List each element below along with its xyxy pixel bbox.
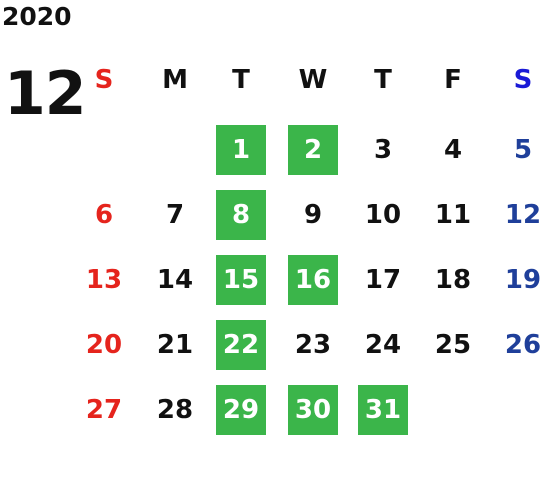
day-cell-23[interactable]: 23	[294, 330, 332, 360]
day-cell-6[interactable]: 6	[94, 200, 114, 230]
day-cell-21[interactable]: 21	[156, 330, 194, 360]
day-cell-25[interactable]: 25	[434, 330, 472, 360]
day-cell-16[interactable]: 16	[288, 255, 338, 305]
weekday-header-wednesday: W	[298, 65, 328, 95]
day-cell-28[interactable]: 28	[156, 395, 194, 425]
day-cell-9[interactable]: 9	[303, 200, 323, 230]
day-cell-10[interactable]: 10	[364, 200, 402, 230]
day-cell-30[interactable]: 30	[288, 385, 338, 435]
weekday-header-sunday: S	[94, 65, 114, 95]
day-cell-7[interactable]: 7	[165, 200, 185, 230]
day-cell-2[interactable]: 2	[288, 125, 338, 175]
day-cell-24[interactable]: 24	[364, 330, 402, 360]
weekday-header-saturday: S	[513, 65, 533, 95]
month-number: 12	[4, 59, 86, 129]
weekday-header-monday: M	[162, 65, 188, 95]
day-cell-18[interactable]: 18	[434, 265, 472, 295]
day-cell-22[interactable]: 22	[216, 320, 266, 370]
day-cell-19[interactable]: 19	[504, 265, 542, 295]
day-cell-8[interactable]: 8	[216, 190, 266, 240]
day-cell-1[interactable]: 1	[216, 125, 266, 175]
day-cell-4[interactable]: 4	[443, 135, 463, 165]
day-cell-5[interactable]: 5	[513, 135, 533, 165]
weekday-header-tuesday: T	[232, 65, 250, 95]
day-cell-29[interactable]: 29	[216, 385, 266, 435]
day-cell-20[interactable]: 20	[85, 330, 123, 360]
weekday-header-friday: F	[444, 65, 462, 95]
day-cell-26[interactable]: 26	[504, 330, 542, 360]
day-cell-11[interactable]: 11	[434, 200, 472, 230]
day-cell-17[interactable]: 17	[364, 265, 402, 295]
day-cell-13[interactable]: 13	[85, 265, 123, 295]
day-cell-27[interactable]: 27	[85, 395, 123, 425]
day-cell-14[interactable]: 14	[156, 265, 194, 295]
day-cell-31[interactable]: 31	[358, 385, 408, 435]
day-cell-12[interactable]: 12	[504, 200, 542, 230]
day-cell-15[interactable]: 15	[216, 255, 266, 305]
year-label: 2020	[2, 2, 72, 31]
weekday-header-thursday: T	[374, 65, 392, 95]
day-cell-3[interactable]: 3	[373, 135, 393, 165]
